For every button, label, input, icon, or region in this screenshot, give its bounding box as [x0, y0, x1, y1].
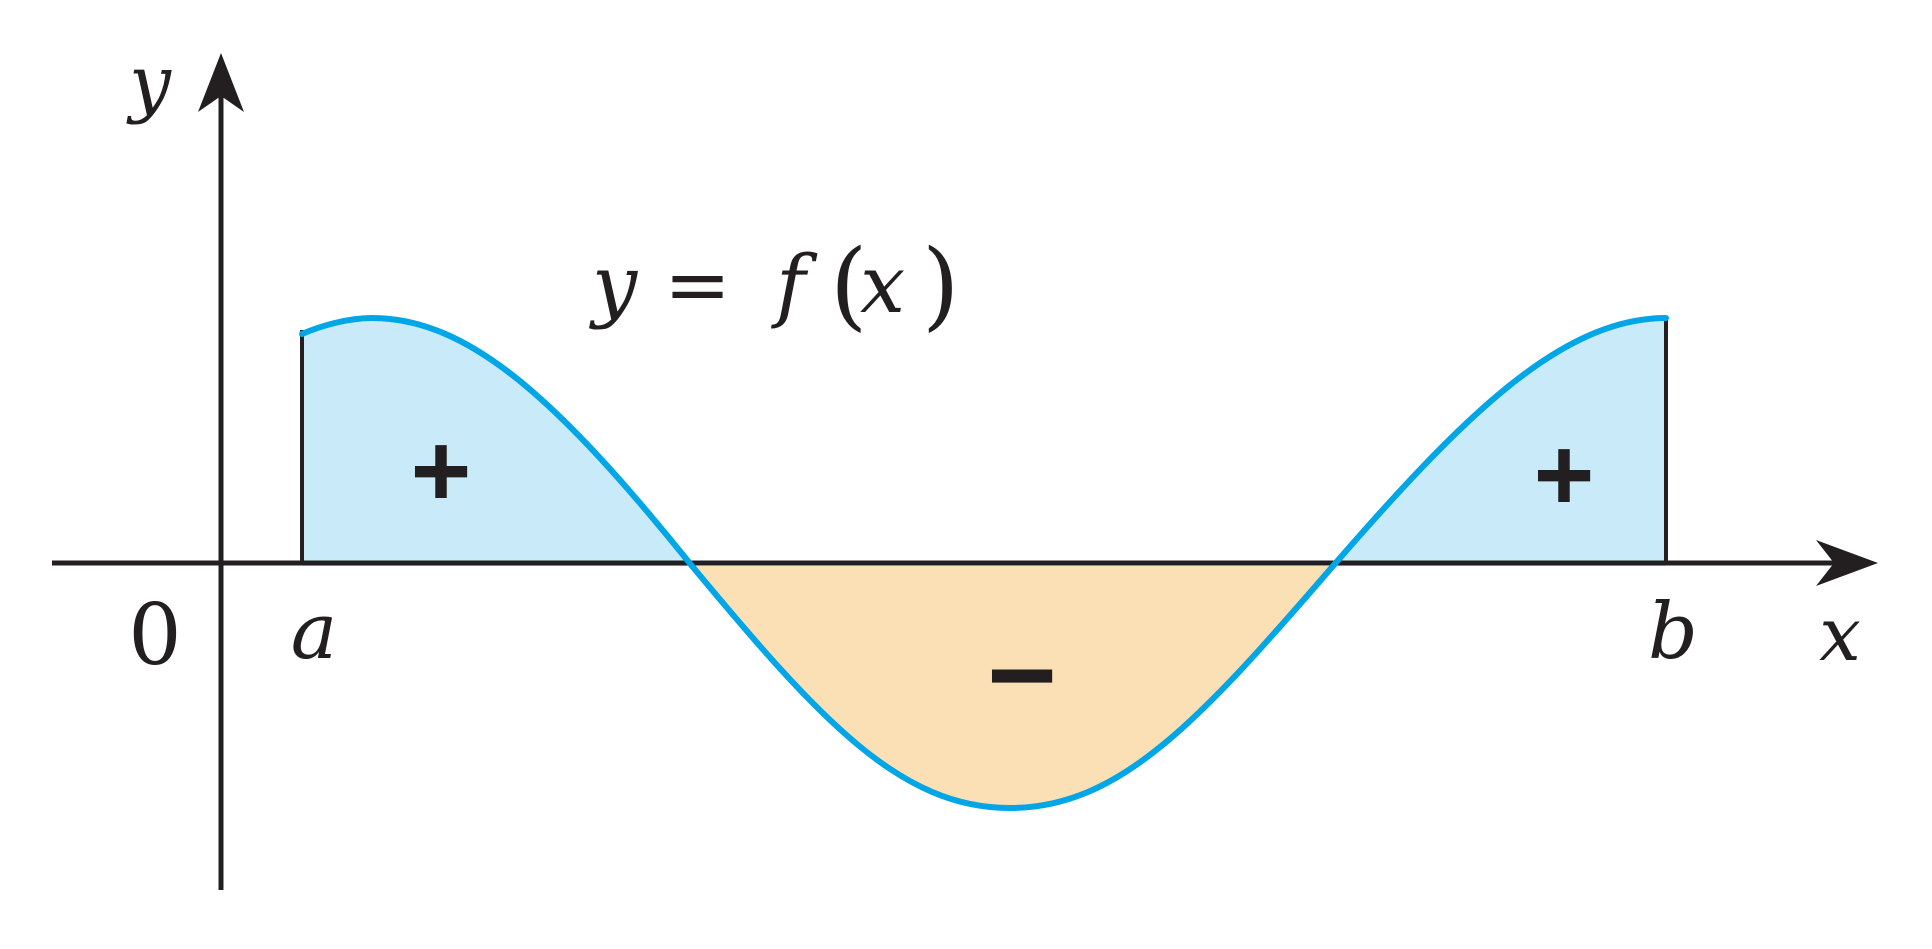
function-curve: [299, 314, 1669, 812]
positive-sign-left: +: [411, 413, 472, 529]
y-axis-label: y: [126, 40, 172, 126]
positive-sign-right: +: [1534, 417, 1595, 533]
a-label: a: [291, 587, 338, 677]
negative-sign-middle: −: [987, 608, 1057, 742]
equation-equals: =: [664, 238, 731, 331]
positive-region-left: [302, 318, 692, 566]
equation-y: y: [589, 238, 639, 331]
x-axis-arrowhead: [1816, 540, 1878, 586]
origin-label: 0: [128, 586, 181, 684]
equation-close-paren: ): [922, 229, 959, 341]
equation-x: x: [860, 238, 905, 331]
y-axis-arrowhead: [198, 53, 244, 112]
b-label: b: [1648, 587, 1698, 677]
x-axis-label: x: [1819, 592, 1861, 678]
negative-region: [692, 566, 1333, 808]
equation-f: f: [771, 238, 818, 331]
curve-equation: y = f ( x ): [589, 229, 959, 341]
positive-region-right: [1333, 318, 1666, 566]
equation-open-paren: (: [830, 229, 867, 341]
